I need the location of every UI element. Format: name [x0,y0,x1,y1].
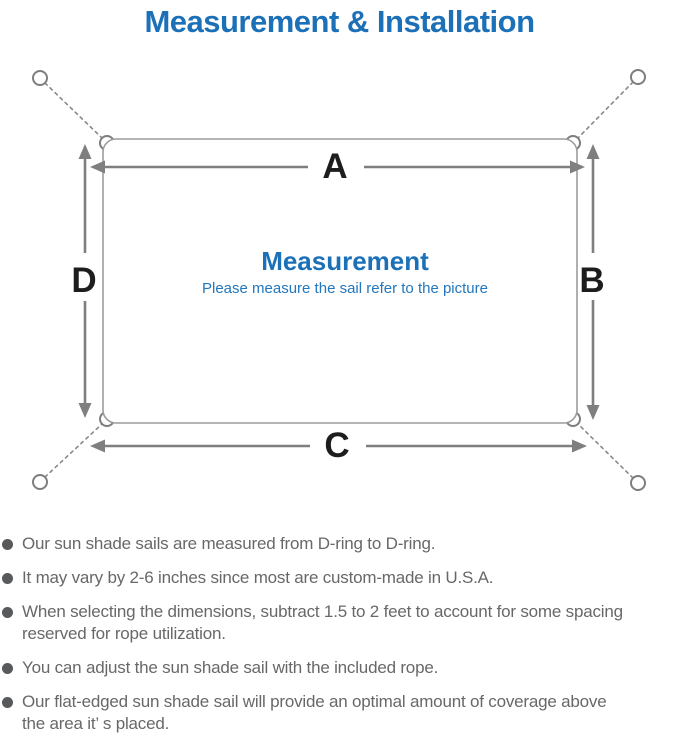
list-item: You can adjust the sun shade sail with t… [2,657,673,679]
note-text: When selecting the dimensions, subtract … [22,602,623,643]
dimension-label-b: B [579,261,604,300]
arrowhead-b-up-icon [586,144,600,159]
note-text: Our sun shade sails are measured from D-… [22,534,436,553]
dimension-label-a: A [322,147,347,186]
bullet-dot-icon [2,573,13,584]
sail-rectangle [102,138,578,424]
arrowhead-b-down-icon [586,405,600,420]
anchor-point-icon-top-right [630,69,646,85]
rope-line-bottom-left [44,423,103,478]
list-item: Our flat-edged sun shade sail will provi… [2,691,673,735]
anchor-point-icon-bottom-right [630,475,646,491]
dimension-label-d: D [71,261,96,300]
rope-line-top-right [577,81,634,139]
anchor-point-icon-top-left [32,70,48,86]
list-item: Our sun shade sails are measured from D-… [2,533,673,555]
measurement-diagram: A B C D Measurement Please measure the s… [32,69,646,491]
arrowhead-c-left-icon [90,439,105,453]
note-text: You can adjust the sun shade sail with t… [22,658,439,677]
anchor-point-icon-bottom-left [32,474,48,490]
list-item: When selecting the dimensions, subtract … [2,601,673,645]
bullet-dot-icon [2,663,13,674]
bullet-dot-icon [2,607,13,618]
center-subheading: Please measure the sail refer to the pic… [202,280,488,297]
arrowhead-a-left-icon [90,160,105,174]
rope-line-top-left [44,82,103,139]
notes-list: Our sun shade sails are measured from D-… [2,533,673,735]
note-text: Our flat-edged sun shade sail will provi… [22,692,607,733]
arrowhead-a-right-icon [570,160,585,174]
bullet-dot-icon [2,539,13,550]
dimension-label-c: C [324,426,349,465]
arrowhead-d-down-icon [78,403,92,418]
center-heading: Measurement [261,246,429,276]
page-title: Measurement & Installation [144,4,535,39]
list-item: It may vary by 2-6 inches since most are… [2,567,673,589]
arrowhead-d-up-icon [78,144,92,159]
note-text: It may vary by 2-6 inches since most are… [22,568,494,587]
rope-line-bottom-right [577,423,634,479]
arrowhead-c-right-icon [572,439,587,453]
bullet-dot-icon [2,697,13,708]
